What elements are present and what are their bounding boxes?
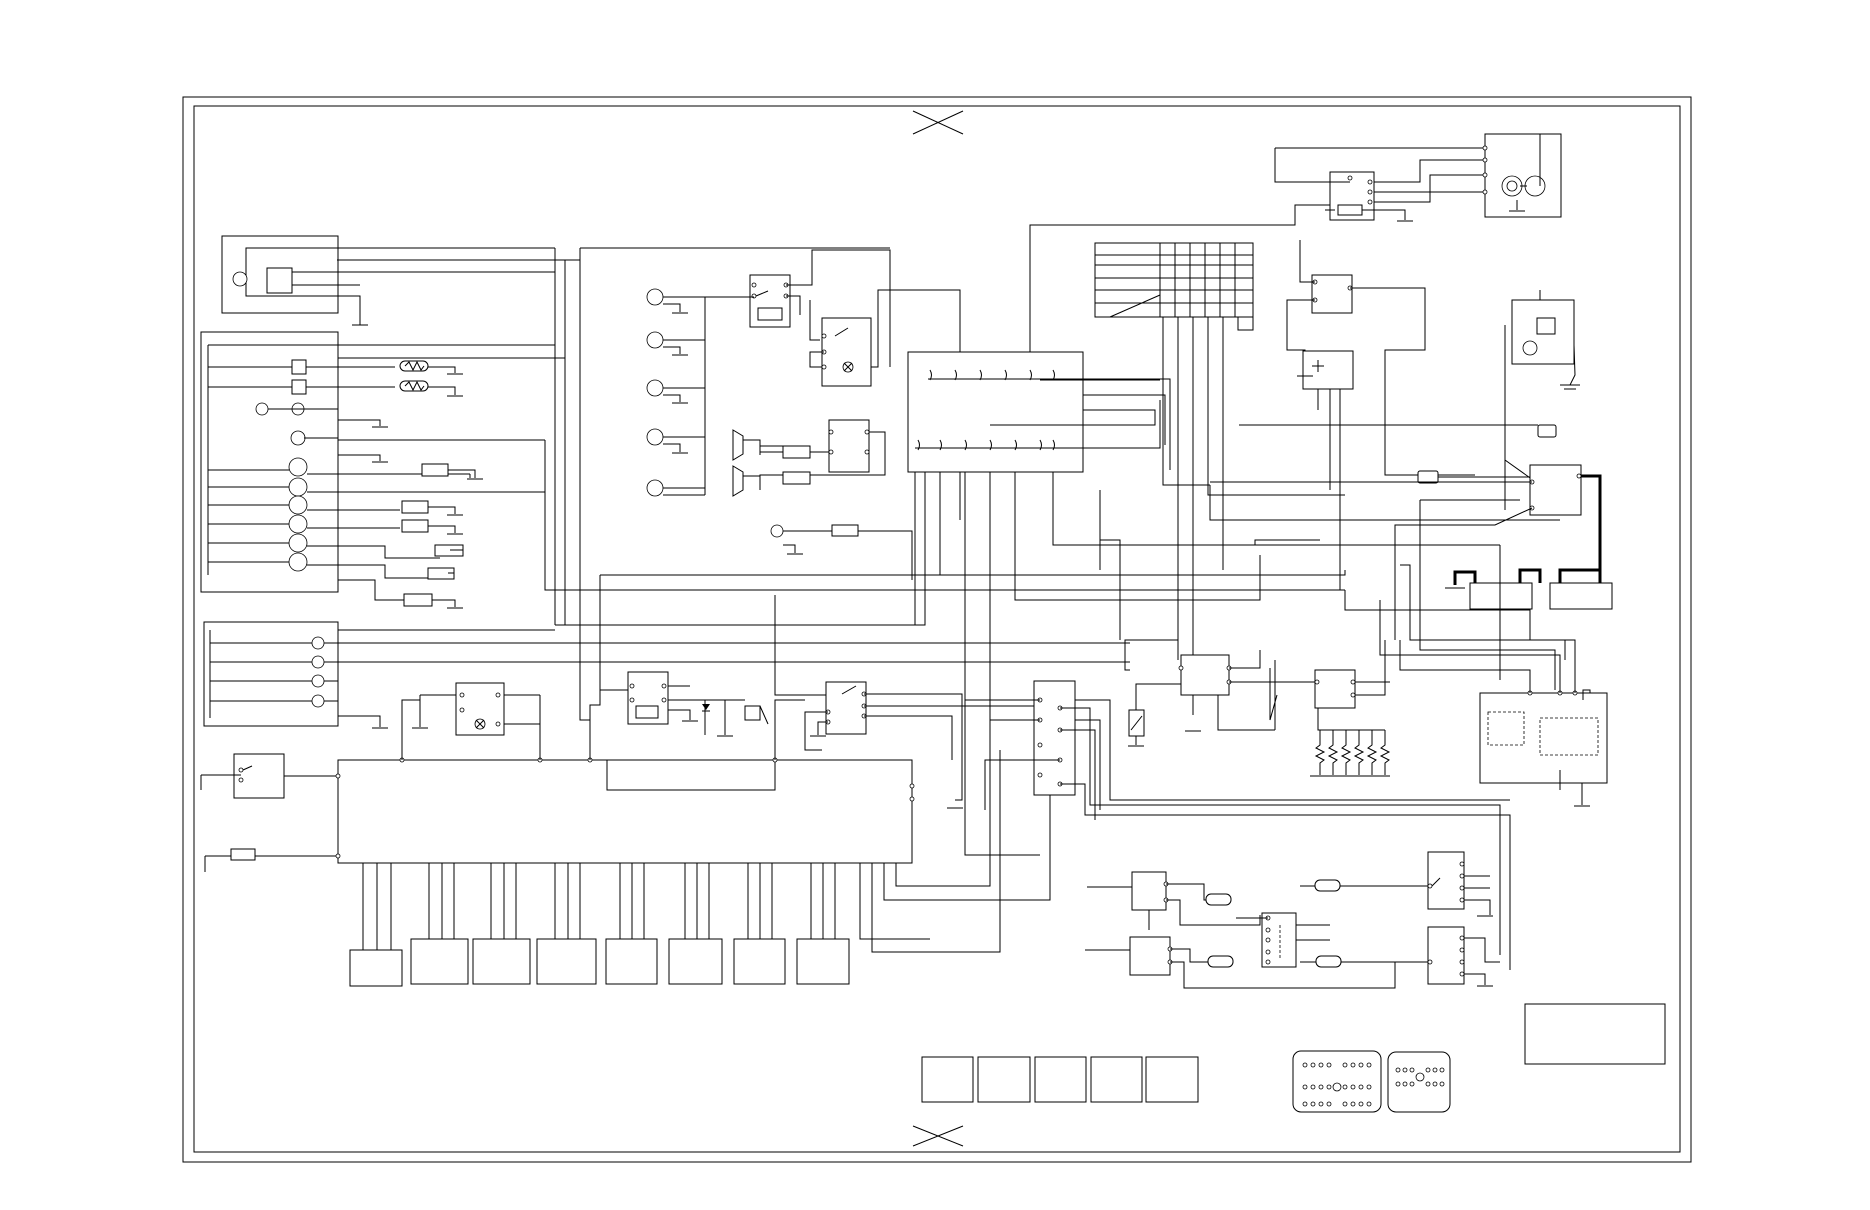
title-block bbox=[1524, 1003, 1666, 1065]
engine-control-unit bbox=[1124, 639, 1315, 731]
connector-diagram bbox=[1292, 1050, 1451, 1113]
lighting-relay-lower bbox=[1085, 936, 1396, 989]
junction-block bbox=[907, 204, 1500, 856]
ground-icon bbox=[372, 210, 1590, 987]
headlight-switch bbox=[774, 595, 1040, 801]
warning-lamp-module bbox=[203, 621, 1130, 727]
horn-relay bbox=[759, 419, 886, 490]
lighting-relay-upper bbox=[1087, 871, 1261, 930]
ignition-relay bbox=[1286, 240, 1475, 476]
motor-icon bbox=[1522, 340, 1538, 356]
dimmer-switch bbox=[1236, 912, 1330, 968]
turn-signal-relay bbox=[745, 249, 891, 367]
sensor-relay bbox=[1269, 640, 1390, 731]
gauge-icon bbox=[288, 457, 308, 477]
harness-bus-right bbox=[1075, 485, 1566, 810]
turn-signal-switch-upper bbox=[1427, 851, 1491, 915]
registration-mark-icon bbox=[912, 110, 964, 1147]
battery-icon bbox=[1445, 474, 1613, 610]
resistor-icon bbox=[399, 360, 429, 392]
switch-icon bbox=[401, 463, 464, 607]
alternator bbox=[1504, 290, 1580, 481]
gauge-icon bbox=[288, 477, 308, 497]
gauge-icon bbox=[288, 514, 308, 534]
gauge-icon bbox=[288, 533, 308, 553]
ignition-switch bbox=[965, 680, 1511, 970]
bulb-icon bbox=[646, 288, 664, 497]
rectifier bbox=[1210, 460, 1600, 640]
connector-pin-icon bbox=[1302, 1062, 1445, 1107]
horn-switch bbox=[200, 753, 338, 799]
main-fuse bbox=[1239, 424, 1557, 484]
fuse-box bbox=[1094, 242, 1345, 660]
lamp-group bbox=[646, 288, 761, 497]
outer-frame bbox=[182, 96, 1692, 1163]
regulator bbox=[1302, 350, 1354, 590]
switch-icon bbox=[782, 445, 811, 485]
brake-switch bbox=[204, 848, 338, 872]
horn-button bbox=[770, 524, 913, 580]
gauge-icon bbox=[288, 552, 308, 572]
fan-relay bbox=[627, 671, 769, 735]
diode-icon bbox=[702, 704, 710, 712]
turn-signal-switch-lower bbox=[1427, 926, 1500, 985]
main-control-unit bbox=[335, 600, 915, 864]
sensor-module-top-left bbox=[221, 235, 565, 326]
throttle-sensor bbox=[1128, 709, 1145, 745]
legend-boxes bbox=[921, 1056, 1199, 1103]
cdi-unit bbox=[1379, 564, 1608, 805]
bottom-connector-blocks bbox=[349, 665, 1051, 987]
resistor-array bbox=[1314, 729, 1391, 775]
starter-relay bbox=[1274, 147, 1485, 221]
horn-icon bbox=[732, 429, 744, 497]
instrument-cluster-gauges bbox=[200, 331, 565, 607]
gauge-icon bbox=[288, 495, 308, 515]
sensor-icon bbox=[232, 271, 248, 287]
ground-icon bbox=[1560, 384, 1580, 390]
harness-bus bbox=[338, 247, 1346, 721]
resistor-icon bbox=[1314, 730, 1391, 775]
starter-motor bbox=[1482, 133, 1562, 218]
headlight-relay bbox=[419, 682, 541, 757]
fuse-icon bbox=[917, 369, 1055, 451]
